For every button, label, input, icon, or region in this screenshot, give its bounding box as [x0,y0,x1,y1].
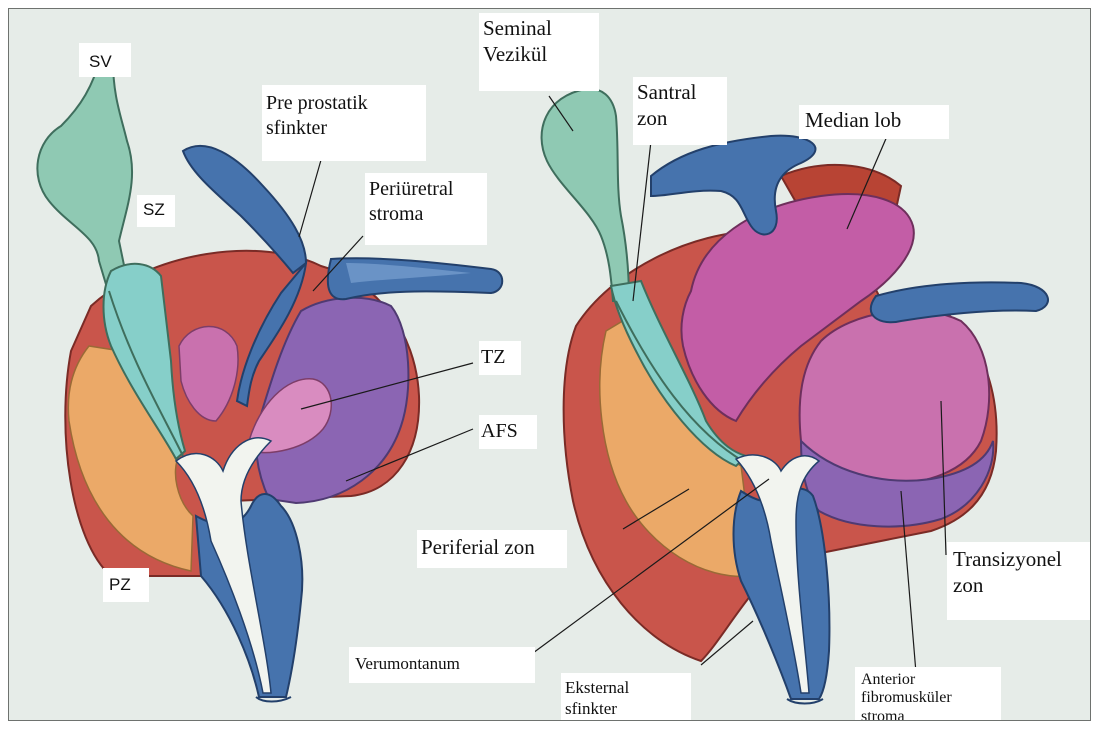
label-median-lobe: Median lob [799,105,949,139]
label-peripheral-zone: Periferial zon [417,530,567,568]
label-sv: SV [79,43,131,77]
label-pz: PZ [103,568,149,602]
label-sz: SZ [137,195,175,227]
label-tz: TZ [479,341,521,375]
label-afs: AFS [479,415,537,449]
right-bladder-neck-tube [871,282,1048,322]
right-transition-zone [800,311,990,484]
left-seminal-vesicle [37,56,132,301]
label-verumontanum: Verumontanum [349,647,535,683]
leader-pre-prostatic [299,153,323,237]
right-seminal-vesicle [542,89,629,301]
